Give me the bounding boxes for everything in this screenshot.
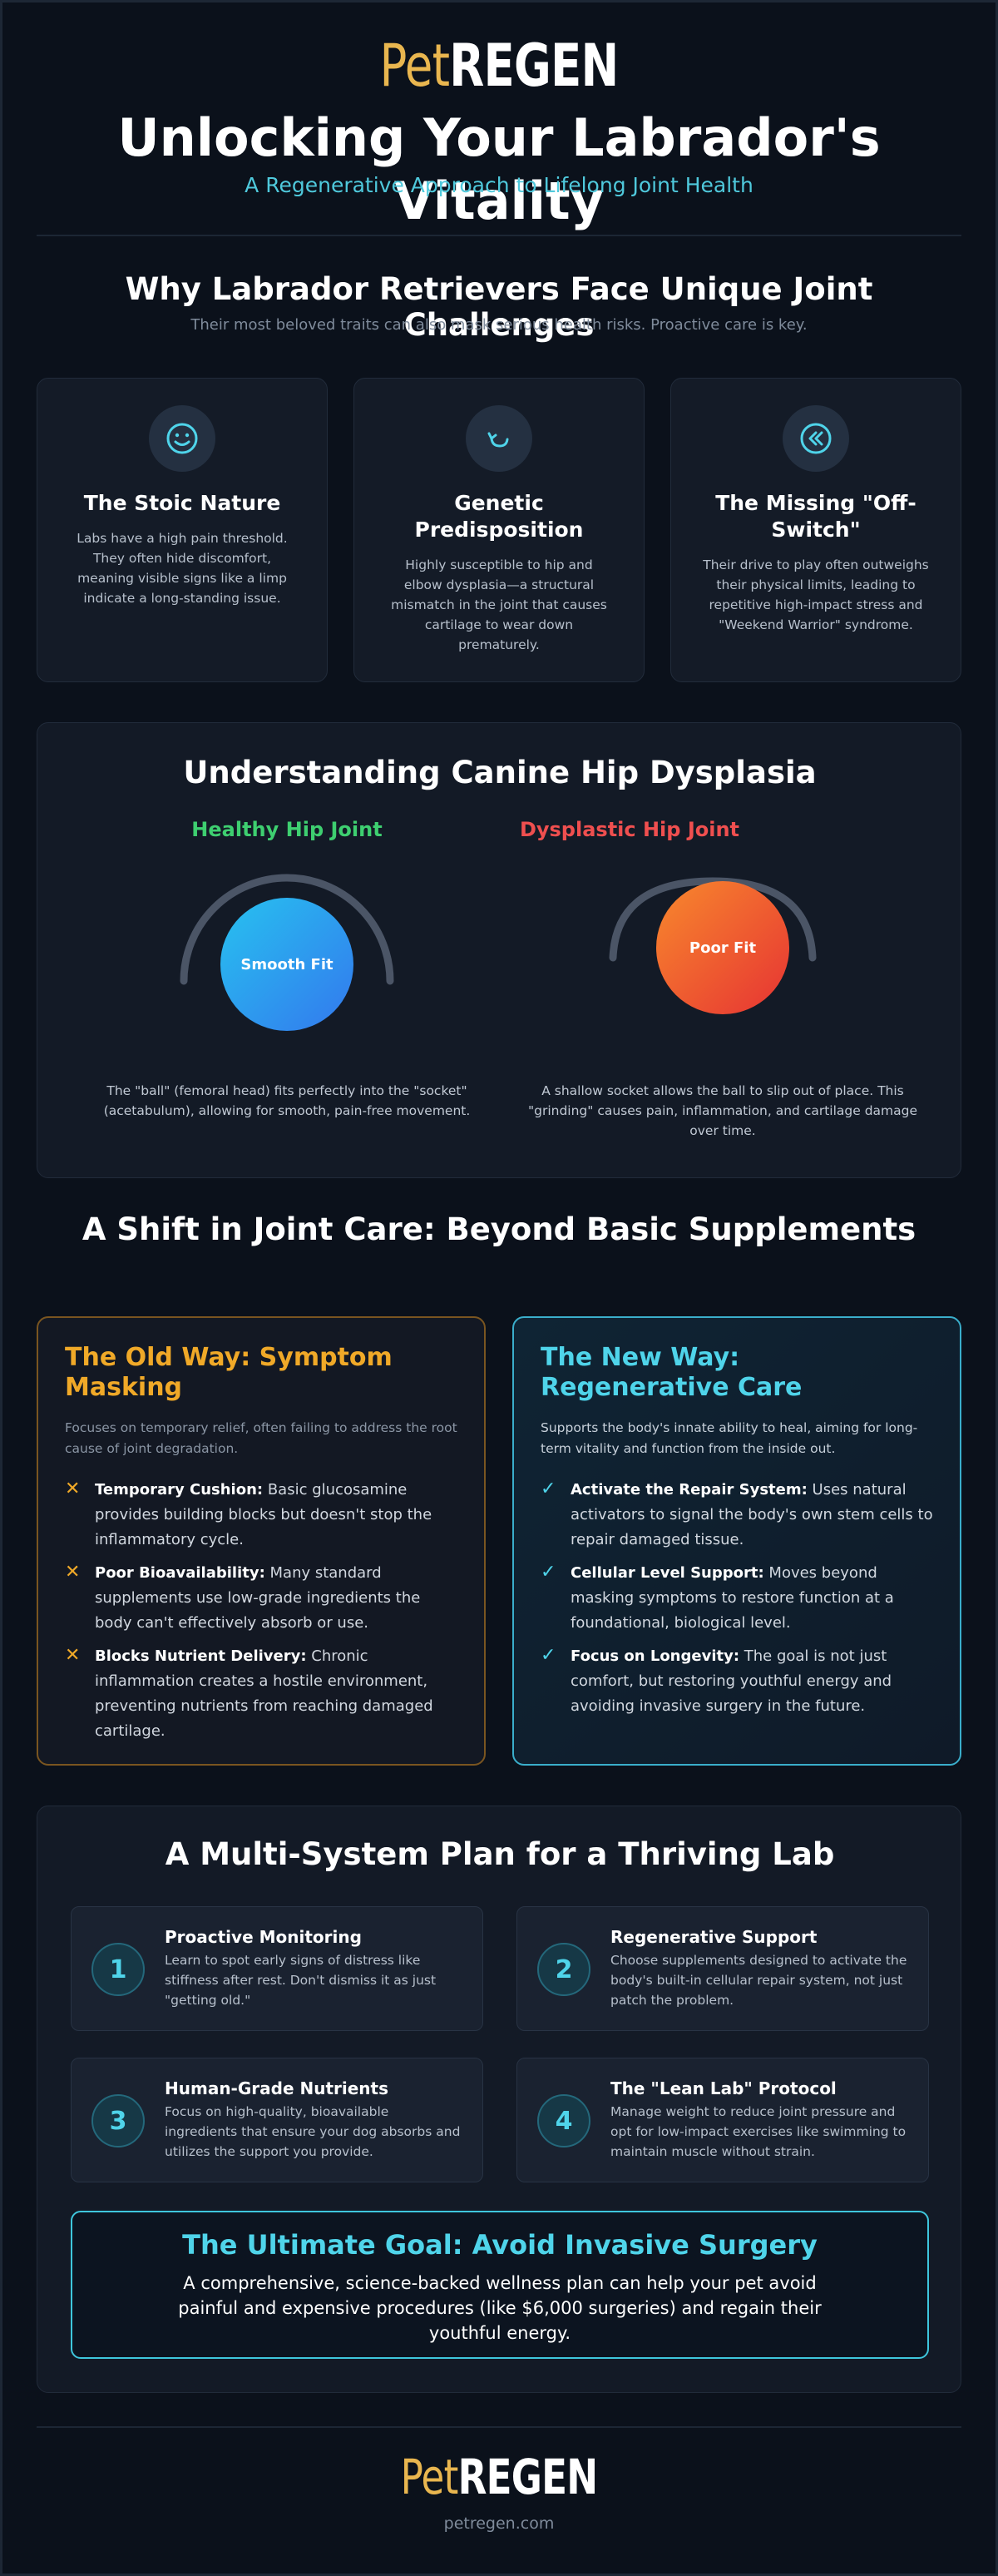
footer-divider [37, 2426, 961, 2428]
goal-text: A comprehensive, science-backed wellness… [178, 2273, 822, 2343]
new-way-item: ✓ Cellular Level Support: Moves beyond m… [541, 1561, 935, 1636]
challenges-subtitle: Their most beloved traits can also mask … [190, 316, 808, 334]
cross-icon: ✕ [65, 1562, 81, 1583]
page-title: Unlocking Your Labrador's Vitality [117, 107, 881, 231]
dysplastic-joint-label: Dysplastic Hip Joint [519, 818, 740, 841]
old-way-item: ✕ Temporary Cushion: Basic glucosamine p… [65, 1478, 459, 1553]
brand-logo-regen: REGEN [449, 32, 619, 100]
shift-title: A Shift in Joint Care: Beyond Basic Supp… [82, 1211, 916, 1247]
healthy-femoral-head: Smooth Fit [220, 898, 353, 1031]
plan-step: 3 Human-Grade Nutrients Focus on high-qu… [71, 2058, 483, 2182]
footer-logo-regen: REGEN [457, 2449, 599, 2505]
healthy-joint-text: The "ball" (femoral head) fits perfectly… [103, 1083, 471, 1118]
plan-step: 2 Regenerative Support Choose supplement… [516, 1906, 929, 2031]
step-text: Choose supplements designed to activate … [610, 1953, 907, 2008]
step-number: 4 [537, 2094, 590, 2147]
card-missing-off-switch: The Missing "Off-Switch" Their drive to … [670, 378, 961, 682]
plan-step: 4 The "Lean Lab" Protocol Manage weight … [516, 2058, 929, 2182]
old-way-title: The Old Way: Symptom Masking [65, 1343, 393, 1402]
cross-icon: ✕ [65, 1645, 81, 1666]
challenges-title: Why Labrador Retrievers Face Unique Join… [125, 271, 873, 343]
step-text: Learn to spot early signs of distress li… [165, 1953, 437, 2008]
healthy-socket-arc [180, 874, 394, 985]
healthy-joint-label: Healthy Hip Joint [191, 818, 383, 841]
card-title: The Stoic Nature [83, 491, 281, 515]
ultimate-goal-box: The Ultimate Goal: Avoid Invasive Surger… [71, 2211, 929, 2359]
step-title: Regenerative Support [610, 1927, 818, 1947]
new-way-item: ✓ Activate the Repair System: Uses natur… [541, 1478, 935, 1553]
step-number: 3 [91, 2094, 145, 2147]
footer-logo-pet: Pet [400, 2449, 459, 2505]
old-way-lead: Focuses on temporary relief, often faili… [65, 1420, 457, 1456]
brand-logo-pet: Pet [379, 32, 450, 100]
hip-dysplasia-title: Understanding Canine Hip Dysplasia [183, 755, 817, 790]
new-way-title: The New Way: Regenerative Care [541, 1343, 803, 1402]
check-icon: ✓ [541, 1479, 556, 1499]
plan-title: A Multi-System Plan for a Thriving Lab [165, 1836, 835, 1872]
footer-logo: PetREGEN [138, 2448, 859, 2506]
card-text: Labs have a high pain threshold. They of… [77, 531, 288, 606]
smile-icon [149, 405, 215, 472]
double-chevron-left-icon [783, 405, 849, 472]
step-text: Manage weight to reduce joint pressure a… [610, 2104, 907, 2159]
brand-logo: PetREGEN [138, 28, 859, 103]
refresh-arrow-icon [466, 405, 532, 472]
old-way-box: The Old Way: Symptom Masking Focuses on … [37, 1316, 486, 1766]
old-way-item: ✕ Blocks Nutrient Delivery: Chronic infl… [65, 1644, 459, 1744]
new-way-box: The New Way: Regenerative Care Supports … [512, 1316, 961, 1766]
card-title: Genetic Predisposition [414, 491, 584, 542]
card-genetic-predisposition: Genetic Predisposition Highly susceptibl… [353, 378, 645, 682]
card-text: Highly susceptible to hip and elbow dysp… [391, 557, 607, 652]
card-stoic-nature: The Stoic Nature Labs have a high pain t… [37, 378, 328, 682]
step-number: 2 [537, 1943, 590, 1996]
plan-panel: A Multi-System Plan for a Thriving Lab 1… [37, 1806, 961, 2393]
hip-dysplasia-panel: Understanding Canine Hip Dysplasia Healt… [37, 722, 961, 1178]
footer-url[interactable]: petregen.com [443, 2514, 555, 2533]
step-title: Human-Grade Nutrients [165, 2078, 388, 2098]
dysplastic-joint-text: A shallow socket allows the ball to slip… [527, 1083, 918, 1138]
step-number: 1 [91, 1943, 145, 1996]
check-icon: ✓ [541, 1645, 556, 1666]
step-title: The "Lean Lab" Protocol [610, 2078, 837, 2098]
goal-title: The Ultimate Goal: Avoid Invasive Surger… [182, 2229, 818, 2261]
dysplastic-femoral-head: Poor Fit [656, 881, 789, 1014]
card-text: Their drive to play often outweighs thei… [703, 557, 929, 632]
card-title: The Missing "Off-Switch" [715, 491, 916, 542]
plan-step: 1 Proactive Monitoring Learn to spot ear… [71, 1906, 483, 2031]
page-subtitle: A Regenerative Approach to Lifelong Join… [245, 173, 753, 197]
new-way-item: ✓ Focus on Longevity: The goal is not ju… [541, 1644, 935, 1719]
divider [37, 235, 961, 236]
check-icon: ✓ [541, 1562, 556, 1583]
step-text: Focus on high-quality, bioavailable ingr… [165, 2104, 461, 2159]
cross-icon: ✕ [65, 1479, 81, 1499]
step-title: Proactive Monitoring [165, 1927, 362, 1947]
old-way-item: ✕ Poor Bioavailability: Many standard su… [65, 1561, 459, 1636]
new-way-lead: Supports the body's innate ability to he… [541, 1420, 918, 1456]
